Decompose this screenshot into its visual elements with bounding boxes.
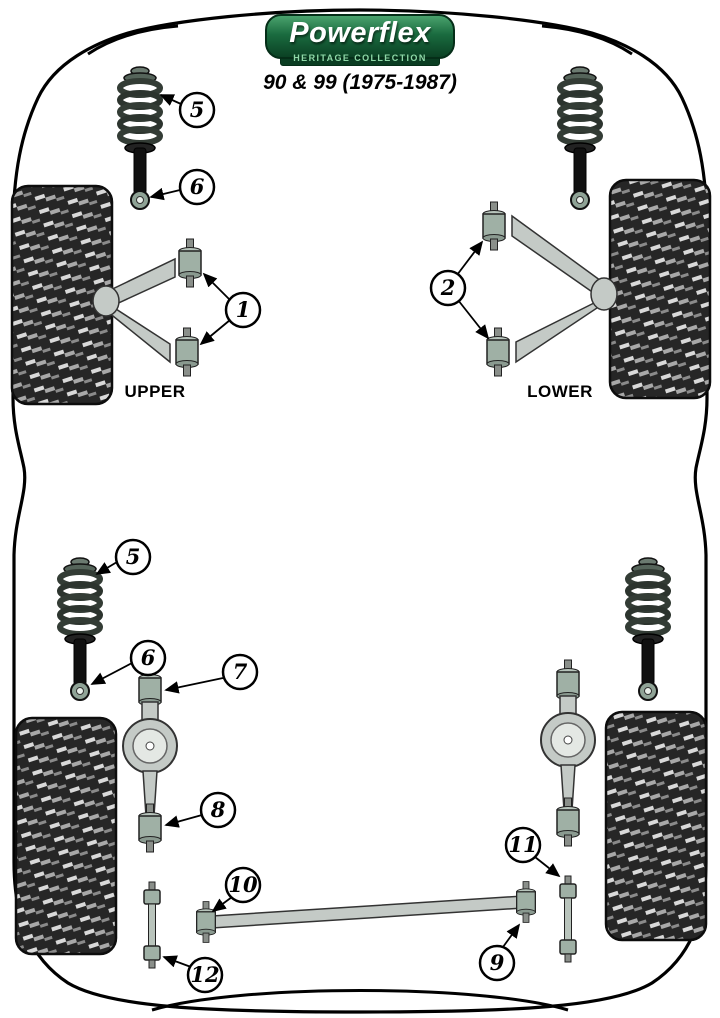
callout-panhard-right: 9 — [478, 944, 516, 982]
svg-text:6: 6 — [141, 645, 156, 670]
callout-panhard-left: 10 — [224, 866, 262, 904]
callout-rear-arm-upper: 7 — [221, 653, 259, 691]
svg-text:1: 1 — [236, 297, 251, 322]
front-lower-wishbone — [482, 201, 618, 377]
front-upper-wishbone — [92, 238, 202, 377]
callout-rear-shock-lower: 6 — [129, 639, 167, 677]
header: Powerflex HERITAGE COLLECTION 90 & 99 (1… — [0, 14, 720, 95]
svg-text:11: 11 — [508, 832, 537, 857]
callout-front-upper-arm: 1 — [224, 291, 262, 329]
callout-front-spring-top: 5 — [178, 91, 216, 129]
tire-rear-right — [604, 710, 708, 942]
svg-text:7: 7 — [233, 659, 248, 684]
svg-text:10: 10 — [228, 872, 258, 897]
fender-line-left — [87, 24, 179, 56]
svg-text:8: 8 — [210, 797, 226, 822]
callout-front-lower-arm: 2 — [429, 269, 467, 307]
callout-link-left: 12 — [186, 956, 224, 994]
label-upper: UPPER — [124, 382, 185, 401]
svg-text:6: 6 — [190, 174, 205, 199]
tires — [10, 178, 712, 956]
callout-front-shock-lower: 6 — [178, 168, 216, 206]
rear-bumper-line — [151, 989, 569, 1012]
panhard-rod — [196, 880, 536, 944]
callout-rear-arm-lower: 8 — [199, 791, 237, 829]
fender-line-right — [541, 24, 633, 56]
collection-banner: HERITAGE COLLECTION — [280, 50, 440, 66]
leader-arrows — [90, 94, 561, 968]
svg-text:5: 5 — [190, 97, 205, 122]
svg-text:5: 5 — [126, 544, 141, 569]
tire-front-right — [608, 178, 712, 400]
label-lower: LOWER — [527, 382, 593, 401]
callout-rear-spring-top: 5 — [114, 538, 152, 576]
callout-link-right: 11 — [504, 826, 542, 864]
callouts: 5 6 1 2 5 6 7 — [114, 91, 542, 994]
svg-text:9: 9 — [490, 950, 505, 975]
tire-rear-left — [14, 716, 118, 956]
brand-logo: Powerflex — [265, 14, 455, 59]
svg-text:12: 12 — [190, 962, 219, 987]
svg-text:2: 2 — [440, 275, 456, 300]
model-title: 90 & 99 (1975-1987) — [263, 71, 457, 94]
